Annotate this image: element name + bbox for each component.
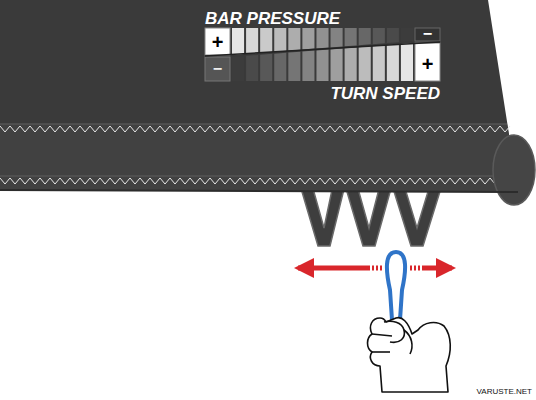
scale-stripe bbox=[232, 28, 244, 55]
scale-stripe bbox=[387, 28, 399, 43]
hem-edge bbox=[0, 123, 507, 125]
scale-stripe bbox=[345, 47, 357, 81]
kite-canopy bbox=[0, 0, 518, 192]
direction-arrow bbox=[368, 266, 382, 271]
hand bbox=[368, 318, 451, 392]
scale-stripe bbox=[302, 28, 314, 50]
scale-stripe bbox=[316, 50, 328, 81]
scale-stripe bbox=[274, 53, 286, 81]
scale-sign: − bbox=[205, 57, 230, 81]
watermark: VARUSTE.NET bbox=[440, 386, 532, 397]
adjustment-scale bbox=[205, 28, 440, 81]
scale-stripe bbox=[302, 51, 314, 81]
leading-edge-tube bbox=[493, 135, 535, 205]
scale-sign: + bbox=[205, 28, 230, 55]
scale-sign: + bbox=[415, 50, 440, 77]
scale-end-box bbox=[415, 28, 440, 41]
scale-title: BAR PRESSURE bbox=[205, 8, 365, 28]
hem-edge bbox=[0, 175, 516, 177]
scale-stripe bbox=[345, 28, 357, 46]
scale-stripe bbox=[373, 45, 385, 81]
scale-stripe bbox=[331, 48, 343, 81]
scale-stripe bbox=[260, 54, 272, 81]
scale-stripe bbox=[232, 56, 244, 81]
scale-stripe bbox=[246, 55, 258, 81]
scale-stripe bbox=[387, 44, 399, 81]
stitch-line bbox=[0, 178, 510, 184]
scale-end-box bbox=[205, 57, 230, 81]
scale-stripe bbox=[288, 28, 300, 51]
scale-stripe bbox=[373, 28, 385, 44]
direction-arrow bbox=[410, 266, 424, 271]
scale-stripe bbox=[359, 28, 371, 45]
scale-stripe bbox=[288, 52, 300, 81]
pigtail-loops bbox=[300, 185, 442, 246]
scale-stripe bbox=[401, 28, 413, 42]
scale-stripe bbox=[359, 46, 371, 81]
direction-arrow bbox=[424, 266, 452, 271]
zigzag-stitching bbox=[0, 126, 510, 184]
scale-title: TURN SPEED bbox=[300, 83, 440, 103]
canopy-hem bbox=[0, 124, 518, 192]
scale-end-box bbox=[205, 28, 230, 55]
canopy-edge bbox=[0, 190, 518, 192]
scale-stripe bbox=[260, 28, 272, 53]
scale-stripe bbox=[401, 43, 413, 81]
scale-end-box bbox=[415, 43, 440, 81]
scale-divider bbox=[205, 42, 440, 56]
direction-arrow bbox=[298, 266, 368, 271]
scale-stripe bbox=[246, 28, 258, 54]
stitch-line bbox=[0, 126, 510, 132]
scale-sign: − bbox=[415, 27, 440, 41]
scale-stripe bbox=[331, 28, 343, 47]
scale-stripe bbox=[274, 28, 286, 52]
scale-stripe bbox=[316, 28, 328, 48]
